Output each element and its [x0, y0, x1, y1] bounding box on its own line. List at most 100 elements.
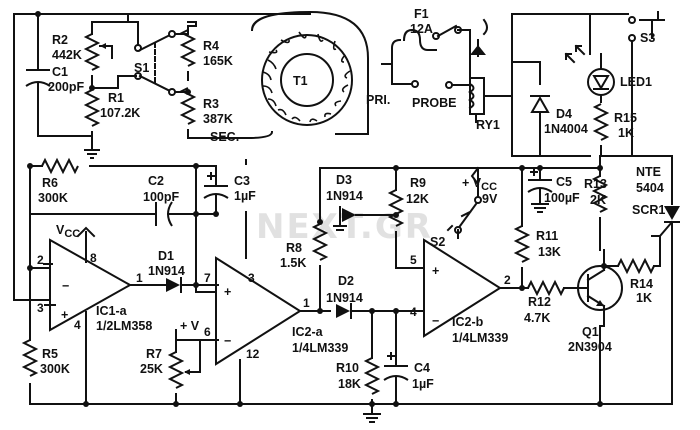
- ic1-pin-minus: 3: [37, 301, 44, 315]
- ry1-ref: RY1: [476, 118, 500, 132]
- ic2b-pin-plus: 5: [410, 253, 417, 267]
- ic1-pin-out: 1: [136, 271, 143, 285]
- resistor-r12: [521, 281, 579, 295]
- opamp-ic1a: [43, 231, 167, 332]
- ground-symbol: [84, 149, 100, 159]
- resistor-r4: [181, 21, 197, 81]
- r3-value: 387K: [203, 112, 233, 126]
- r5-value: 300K: [40, 362, 70, 376]
- r4-value: 165K: [203, 54, 233, 68]
- ic1-ref: IC1-a: [96, 304, 128, 318]
- r13-value: 2K: [590, 193, 606, 207]
- ic2a-pin-plus: 3: [248, 271, 255, 285]
- capacitor-c4: [383, 310, 409, 405]
- led-led1: [564, 44, 615, 103]
- vcc9-label: + VCC: [462, 176, 497, 193]
- ic2b-ref: IC2-b: [452, 315, 484, 329]
- ic2a-part: 1/4LM339: [292, 341, 348, 355]
- resistor-r6: [41, 159, 79, 173]
- r9-ref: R9: [410, 176, 426, 190]
- resistor-r10: [365, 310, 379, 405]
- resistor-r9: [389, 167, 425, 269]
- relay-ry1: [467, 18, 513, 123]
- d3-value: 1N914: [326, 189, 363, 203]
- c5-ref: C5: [556, 175, 572, 189]
- switch-s1: [91, 21, 189, 96]
- capacitor-c3: [203, 165, 229, 215]
- transformer-t1: [127, 10, 369, 135]
- resistor-r14: [603, 235, 661, 273]
- f1-value: 12A: [410, 22, 433, 36]
- r13-ref: R13: [584, 177, 607, 191]
- q1-ref: Q1: [582, 325, 599, 339]
- scr1-ref: SCR1: [632, 203, 665, 217]
- capacitor-c1: [25, 69, 51, 87]
- diode-d2: [336, 303, 415, 319]
- r6-value: 300K: [38, 191, 68, 205]
- r1-ref: R1: [108, 91, 124, 105]
- r7-value: 25K: [140, 362, 163, 376]
- r6-ref: R6: [42, 176, 58, 190]
- c2-ref: C2: [148, 174, 164, 188]
- d4-value: 1N4004: [544, 122, 588, 136]
- r7-plusv: + V: [180, 319, 200, 333]
- c3-ref: C3: [234, 174, 250, 188]
- ic1-pin-vcc: 8: [90, 251, 97, 265]
- t1-ref: T1: [293, 74, 308, 88]
- d2-ref: D2: [338, 274, 354, 288]
- ic1-part: 1/2LM358: [96, 319, 152, 333]
- r10-ref: R10: [336, 361, 359, 375]
- comparator-ic2b: [413, 238, 523, 338]
- r7-ref: R7: [146, 347, 162, 361]
- transistor-q1: [577, 249, 623, 327]
- resistor-r2: [85, 33, 113, 89]
- f1-ref: F1: [414, 7, 429, 21]
- r12-value: 4.7K: [524, 311, 550, 325]
- ic2a-pin-out: 1: [303, 296, 310, 310]
- s3-ref: S3: [640, 31, 655, 45]
- diode-d4: [530, 95, 550, 113]
- ground-symbol-2: [363, 403, 381, 423]
- resistor-r5: [23, 339, 37, 377]
- c4-ref: C4: [414, 361, 430, 375]
- r1-value: 107.2K: [100, 106, 140, 120]
- ic1-pin-gnd: 4: [74, 318, 81, 332]
- scr1-part2: 5404: [636, 181, 664, 195]
- c1-ref: C1: [52, 65, 68, 79]
- r2-ref: R2: [52, 33, 68, 47]
- ic2a-pin-minus: 6: [204, 325, 211, 339]
- r3-ref: R3: [203, 97, 219, 111]
- d1-ref: D1: [158, 249, 174, 263]
- r14-ref: R14: [630, 277, 653, 291]
- wire-left-feed: [13, 13, 51, 301]
- c3-value: 1µF: [234, 189, 256, 203]
- r8-ref: R8: [286, 241, 302, 255]
- resistor-r15: [594, 103, 608, 157]
- ic2b-part: 1/4LM339: [452, 331, 508, 345]
- vcc9-value: 9V: [482, 192, 498, 206]
- s2-ref: S2: [430, 235, 445, 249]
- potentiometer-r7: [169, 329, 201, 405]
- capacitor-c2: [155, 201, 173, 227]
- ic2b-pin-minus: 4: [410, 305, 417, 319]
- ic2b-plus-sign: +: [432, 264, 439, 278]
- ic2b-minus-sign: −: [432, 314, 439, 328]
- d1-value: 1N914: [148, 264, 185, 278]
- r5-ref: R5: [42, 347, 58, 361]
- resistor-r11: [515, 209, 529, 289]
- led1-ref: LED1: [620, 75, 652, 89]
- q1-value: 2N3904: [568, 340, 612, 354]
- c4-value: 1µF: [412, 377, 434, 391]
- probe-label: PROBE: [412, 96, 456, 110]
- ic2a-minus-sign: −: [224, 334, 231, 348]
- ic1-vcc-label: VCC: [56, 223, 80, 240]
- fuse-f1: [381, 28, 437, 88]
- d2-value: 1N914: [326, 291, 363, 305]
- ic2b-pin-out: 2: [504, 273, 511, 287]
- d3-ref: D3: [336, 173, 352, 187]
- resistor-r8: [313, 223, 327, 312]
- calibration-network: R2 442K C1 200pF R1 107.2K: [25, 11, 274, 159]
- r15-value: 1K: [618, 126, 634, 140]
- r10-value: 18K: [338, 377, 361, 391]
- c1-value: 200pF: [48, 80, 84, 94]
